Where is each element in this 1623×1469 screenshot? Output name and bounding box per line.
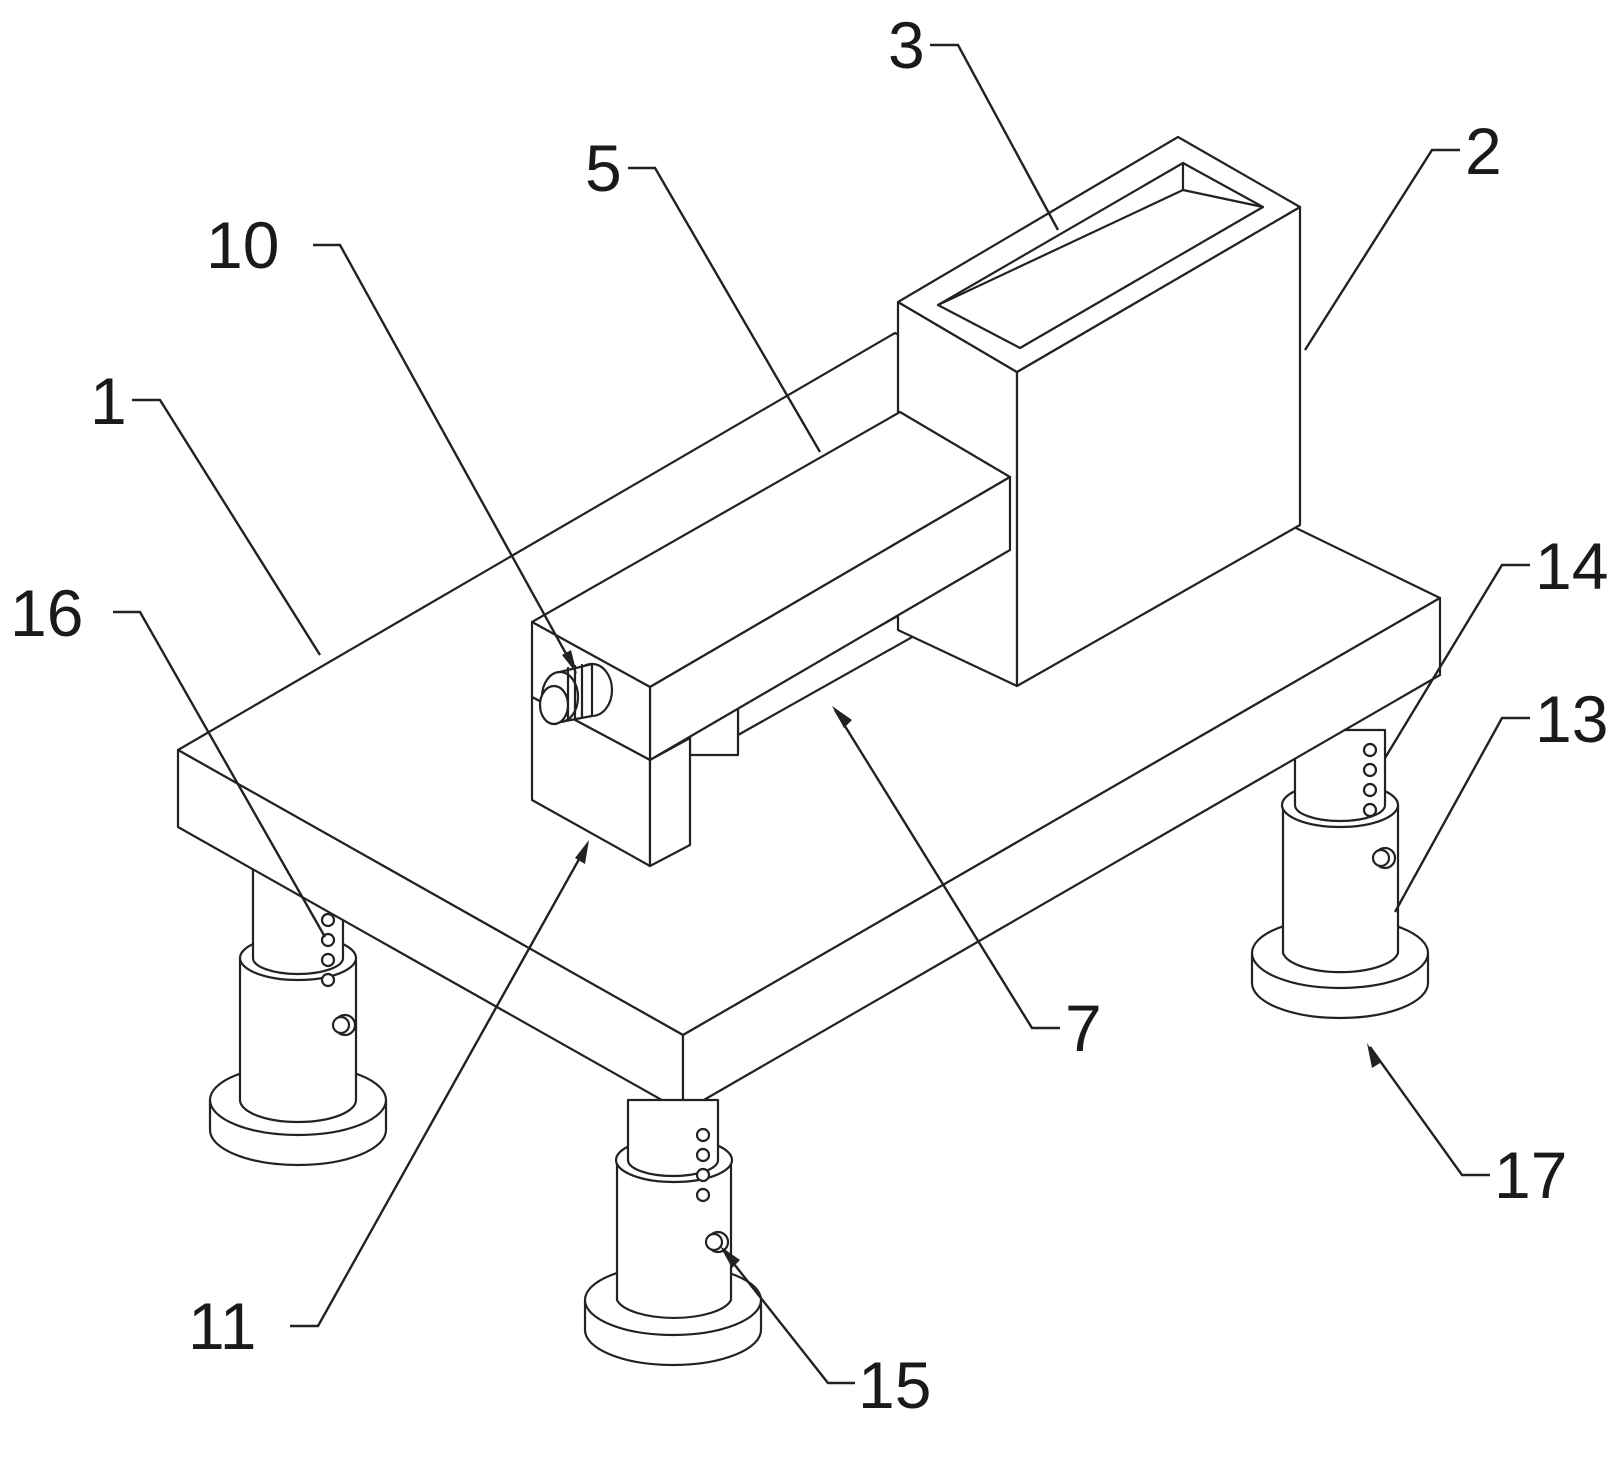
label-14: 14	[1535, 529, 1609, 603]
label-13: 13	[1535, 682, 1609, 756]
label-11: 11	[188, 1289, 257, 1363]
arrowheads	[562, 650, 1380, 1268]
label-5: 5	[585, 131, 622, 205]
label-17: 17	[1494, 1138, 1568, 1212]
label-15: 15	[858, 1348, 932, 1422]
adjust-holes-front	[695, 1127, 711, 1203]
leg-back-left	[208, 868, 388, 1167]
leg-back-right	[1250, 728, 1430, 1020]
label-1: 1	[90, 364, 127, 438]
leader-lines	[113, 43, 1530, 1385]
label-3: 3	[888, 8, 925, 82]
leg-front	[583, 1098, 763, 1367]
label-16: 16	[10, 576, 84, 650]
label-10: 10	[206, 208, 280, 282]
bolt-15	[704, 1230, 730, 1254]
label-7: 7	[1065, 991, 1102, 1065]
feed-box-5	[530, 410, 1012, 868]
adjust-holes-14	[1362, 742, 1378, 818]
knob-10	[538, 662, 614, 726]
label-2: 2	[1465, 114, 1502, 188]
